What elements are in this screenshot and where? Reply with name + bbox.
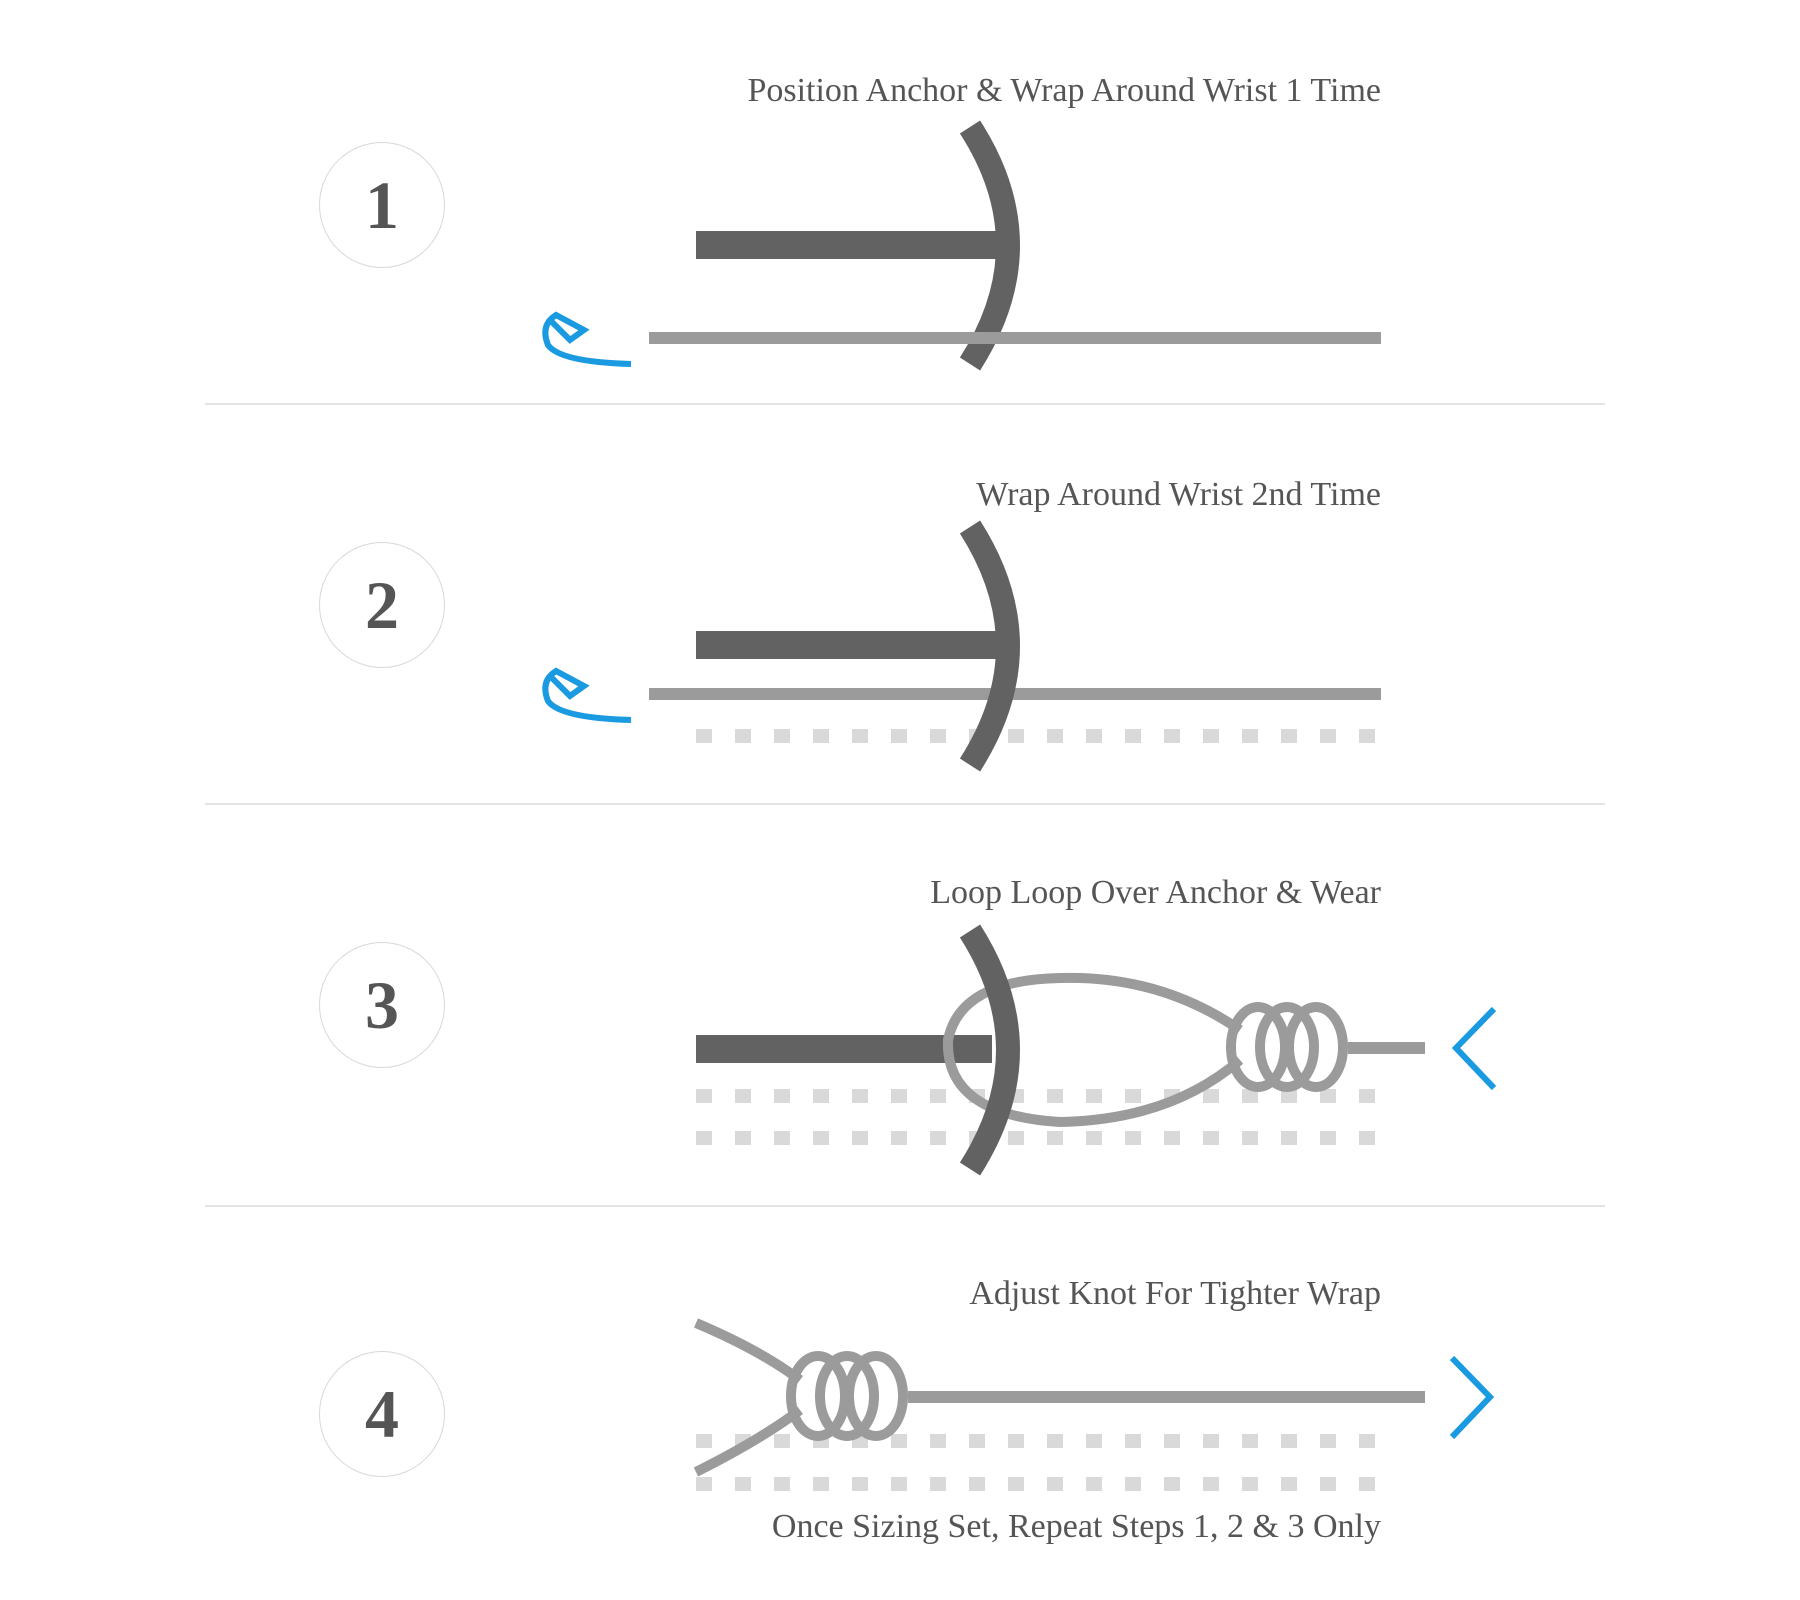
step-2-illustration <box>542 520 1381 772</box>
chevron-right-icon <box>1449 1355 1495 1440</box>
step-1-illustration <box>542 120 1381 371</box>
footer-note: Once Sizing Set, Repeat Steps 1, 2 & 3 O… <box>771 1508 1381 1545</box>
knot-coil <box>1226 1002 1348 1092</box>
step-3-title: Loop Loop Over Anchor & Wear <box>930 874 1381 911</box>
wrap-arrow-icon <box>542 311 632 367</box>
anchor-arc <box>959 520 1020 772</box>
step-4-number: 4 <box>319 1351 445 1477</box>
anchor-bar <box>696 1035 992 1063</box>
loop-cord <box>942 972 1244 1128</box>
divider <box>205 1205 1605 1207</box>
step-2-number: 2 <box>319 542 445 668</box>
cord-end <box>694 1318 803 1385</box>
wrap-arrow-icon <box>542 667 632 723</box>
step-3-illustration <box>696 924 1497 1176</box>
step-3-number: 3 <box>319 942 445 1068</box>
knot-coil <box>786 1351 908 1441</box>
step-1-title: Position Anchor & Wrap Around Wrist 1 Ti… <box>747 72 1381 109</box>
divider <box>205 803 1605 805</box>
anchor-bar <box>696 631 998 659</box>
anchor-arc <box>959 924 1020 1176</box>
step-1-number: 1 <box>319 142 445 268</box>
step-4-illustration <box>693 1318 1495 1491</box>
divider <box>205 403 1605 405</box>
step-2-title: Wrap Around Wrist 2nd Time <box>976 476 1381 513</box>
step-4-title: Adjust Knot For Tighter Wrap <box>969 1275 1381 1312</box>
anchor-bar <box>696 231 998 259</box>
chevron-left-icon <box>1451 1006 1497 1091</box>
